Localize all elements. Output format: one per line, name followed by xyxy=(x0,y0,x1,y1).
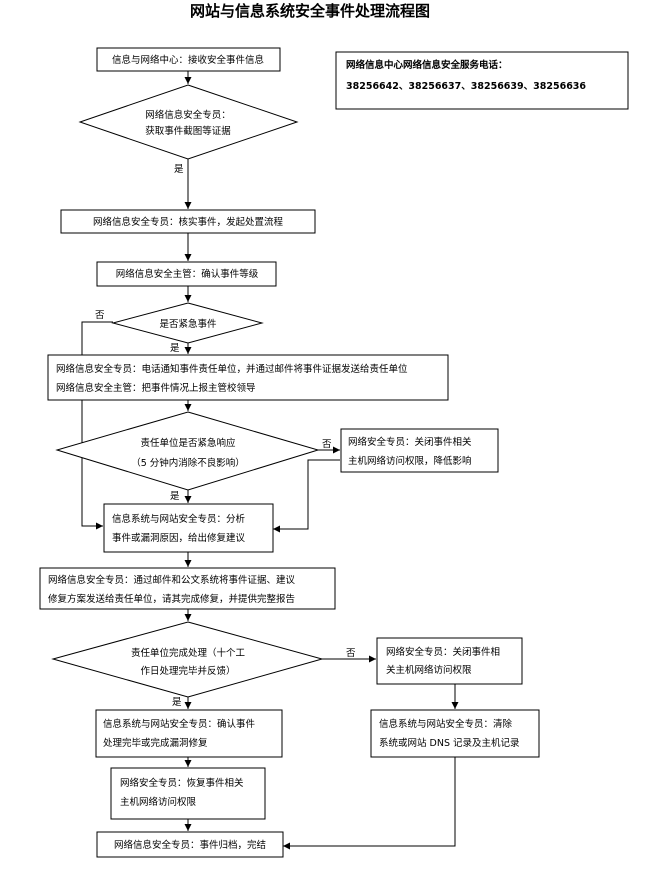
node-emergency-response-text-1: 责任单位是否紧急响应 xyxy=(140,437,236,449)
edge-label-yes: 是 xyxy=(170,343,180,354)
node-restore-access: 网络安全专员：恢复事件相关 主机网络访问权限 xyxy=(110,767,266,820)
edge-label-yes: 是 xyxy=(174,164,184,175)
node-confirm-fix-text-1: 信息系统与网站安全专员：确认事件 xyxy=(103,718,256,730)
node-clear-dns-text-1: 信息系统与网站安全专员：清除 xyxy=(379,718,513,730)
edge-label-yes: 是 xyxy=(170,491,180,502)
node-analyze-cause-text-1: 信息系统与网站安全专员：分析 xyxy=(112,513,246,525)
node-confirm-level-text: 网络信息安全主管：确认事件等级 xyxy=(116,268,259,280)
node-verify-event-text: 网络信息安全专员：核实事件，发起处置流程 xyxy=(93,216,284,228)
node-unit-complete-text-2: 作日处理完毕并反馈） xyxy=(140,665,235,677)
node-obtain-evidence: 网络信息安全专员： 获取事件截图等证据 xyxy=(78,84,299,160)
node-analyze-cause-text-2: 事件或漏洞原因，给出修复建议 xyxy=(112,532,246,544)
node-close-access-2-text-1: 网络安全专员：关闭事件相 xyxy=(386,646,500,658)
edge-label-no: 否 xyxy=(95,310,105,321)
node-clear-dns: 信息系统与网站安全专员：清除 系统或网站 DNS 记录及主机记录 xyxy=(370,709,540,758)
node-archive: 网络信息安全专员：事件归档，完结 xyxy=(96,831,284,858)
node-send-fix-plan-text-2: 修复方案发送给责任单位，请其完成修复，并提供完整报告 xyxy=(48,593,295,605)
service-phone-numbers: 38256642、38256637、38256639、38256636 xyxy=(346,81,586,92)
node-send-fix-plan: 网络信息安全专员：通过邮件和公文系统将事件证据、建议 修复方案发送给责任单位，请… xyxy=(39,567,336,610)
node-close-access-2: 网络安全专员：关闭事件相 关主机网络访问权限 xyxy=(376,637,523,685)
node-notify-unit-text-1: 网络信息安全专员：电话通知事件责任单位，并通过邮件将事件证据发送给责任单位 xyxy=(56,363,408,375)
node-restore-access-text-2: 主机网络访问权限 xyxy=(120,796,197,808)
service-phone-box: 网络信息中心网络信息安全服务电话： 38256642、38256637、3825… xyxy=(335,51,629,110)
page-title: 网站与信息系统安全事件处理流程图 xyxy=(190,2,430,20)
node-close-access-1-text-1: 网络安全专员：关闭事件相关 xyxy=(348,436,472,448)
node-receive-event: 信息与网络中心：接收安全事件信息 xyxy=(96,47,281,72)
node-send-fix-plan-text-1: 网络信息安全专员：通过邮件和公文系统将事件证据、建议 xyxy=(48,574,296,586)
edge-label-yes: 是 xyxy=(172,697,182,708)
node-obtain-evidence-text-1: 网络信息安全专员： xyxy=(145,109,231,121)
node-receive-event-text: 信息与网络中心：接收安全事件信息 xyxy=(112,54,264,66)
node-confirm-fix-text-2: 处理完毕或完成漏洞修复 xyxy=(103,737,208,749)
node-is-emergency: 是否紧急事件 xyxy=(111,302,264,344)
node-close-access-2-text-2: 关主机网络访问权限 xyxy=(386,664,472,676)
service-phone-label: 网络信息中心网络信息安全服务电话： xyxy=(346,59,508,71)
node-notify-unit-text-2: 网络信息安全主管：把事件情况上报主管校领导 xyxy=(56,382,256,394)
node-unit-complete: 责任单位完成处理（十个工 作日处理完毕并反馈） xyxy=(51,621,324,698)
node-restore-access-text-1: 网络安全专员：恢复事件相关 xyxy=(120,777,244,789)
node-clear-dns-text-2: 系统或网站 DNS 记录及主机记录 xyxy=(379,737,520,749)
node-close-access-1: 网络安全专员：关闭事件相关 主机网络访问权限，降低影响 xyxy=(340,428,499,473)
node-notify-unit: 网络信息安全专员：电话通知事件责任单位，并通过邮件将事件证据发送给责任单位 网络… xyxy=(47,354,449,401)
node-confirm-fix: 信息系统与网站安全专员：确认事件 处理完毕或完成漏洞修复 xyxy=(95,709,283,758)
node-confirm-level: 网络信息安全主管：确认事件等级 xyxy=(96,261,277,287)
node-archive-text: 网络信息安全专员：事件归档，完结 xyxy=(114,839,266,851)
node-verify-event: 网络信息安全专员：核实事件，发起处置流程 xyxy=(60,209,316,234)
edge-label-no: 否 xyxy=(322,439,332,450)
node-analyze-cause: 信息系统与网站安全专员：分析 事件或漏洞原因，给出修复建议 xyxy=(103,503,274,553)
node-emergency-response: 责任单位是否紧急响应 （5 分钟内消除不良影响） xyxy=(55,411,320,491)
connectors xyxy=(81,71,459,850)
node-obtain-evidence-text-2: 获取事件截图等证据 xyxy=(145,125,231,137)
edge-label-no: 否 xyxy=(346,648,356,659)
node-is-emergency-text: 是否紧急事件 xyxy=(159,318,217,330)
node-emergency-response-text-2: （5 分钟内消除不良影响） xyxy=(131,457,245,469)
node-unit-complete-text-1: 责任单位完成处理（十个工 xyxy=(131,647,246,659)
node-close-access-1-text-2: 主机网络访问权限，降低影响 xyxy=(348,455,472,467)
